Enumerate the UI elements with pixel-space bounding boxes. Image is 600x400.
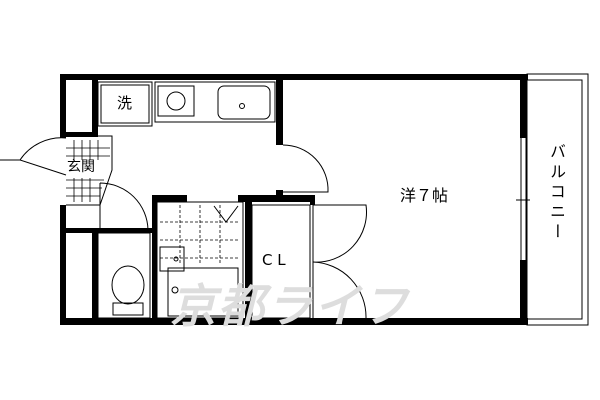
- bathtub: [167, 267, 239, 317]
- western-room-label: 洋７帖: [400, 186, 449, 205]
- sink-icon: [217, 85, 271, 120]
- washer-label: 洗: [117, 94, 133, 112]
- kitchen-counter: [154, 81, 276, 123]
- room-door: [282, 144, 329, 193]
- entrance-door: [19, 137, 67, 176]
- closet-door: [312, 204, 367, 319]
- walls: [60, 74, 528, 325]
- toilet-icon: [111, 265, 145, 305]
- washbasin: [159, 246, 185, 272]
- stove-icon: [157, 85, 195, 117]
- entrance-label: 玄関: [67, 159, 95, 175]
- closet-label: C L: [262, 251, 286, 269]
- watermark: 京都ライフ: [170, 279, 410, 333]
- balcony-label: バルコニー: [547, 143, 566, 243]
